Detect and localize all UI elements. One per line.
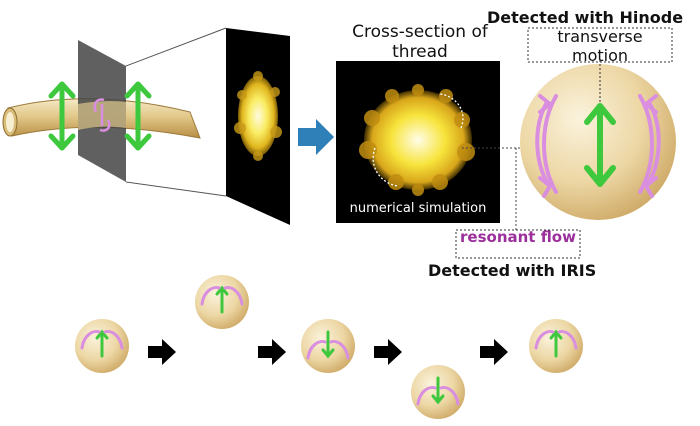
sequence-ball-1 [75, 319, 129, 373]
hinode-label: Detected with Hinode [487, 8, 684, 27]
sequence-arrow-up [95, 329, 109, 358]
sequence-flow [534, 330, 578, 350]
oscillation-sequence [75, 275, 583, 419]
simulation-turbulence [359, 84, 475, 196]
resonant-label-box [455, 229, 581, 259]
sequence-ball-4 [411, 365, 465, 419]
tube-transverse-arrow-right [124, 81, 152, 151]
sequence-flow [416, 386, 460, 406]
blue-arrow [298, 119, 334, 155]
sequence-ball-3 [301, 319, 355, 373]
sequence-flow [80, 330, 124, 350]
panel-bright-core [238, 76, 278, 156]
sequence-flow [306, 340, 350, 360]
sequence-arrow-up [549, 329, 563, 358]
sequence-flow [200, 286, 244, 306]
panel-wisps [234, 71, 282, 161]
simulation-flow-dots [372, 93, 464, 187]
cross-section-label: Cross-section of thread [352, 22, 488, 62]
iris-label: Detected with IRIS [428, 261, 597, 280]
sequence-step-arrow-4 [480, 339, 508, 365]
resonant-flow-label: resonant flow [460, 228, 576, 246]
sequence-ball-5 [529, 319, 583, 373]
tube-resonant-flow-icon [93, 98, 111, 132]
sequence-step-arrow-3 [374, 339, 402, 365]
transverse-label-box [527, 27, 673, 63]
sequence-arrow-down [431, 376, 445, 405]
sequence-step-arrow-2 [258, 339, 286, 365]
large-ball-resonant-flow [535, 94, 661, 198]
sequence-step-arrow-1 [148, 339, 176, 365]
simulation-core [364, 90, 472, 190]
numerical-simulation-label: numerical simulation [349, 201, 487, 216]
large-ball-transverse-arrow [584, 103, 616, 187]
tube-transverse-arrow-left [48, 81, 76, 151]
sequence-ball-2 [195, 275, 249, 329]
projection-lines [125, 27, 227, 197]
sequence-arrow-down [321, 330, 335, 359]
transverse-motion-label: transverse motion [557, 27, 643, 65]
sequence-arrow-up [215, 285, 229, 314]
